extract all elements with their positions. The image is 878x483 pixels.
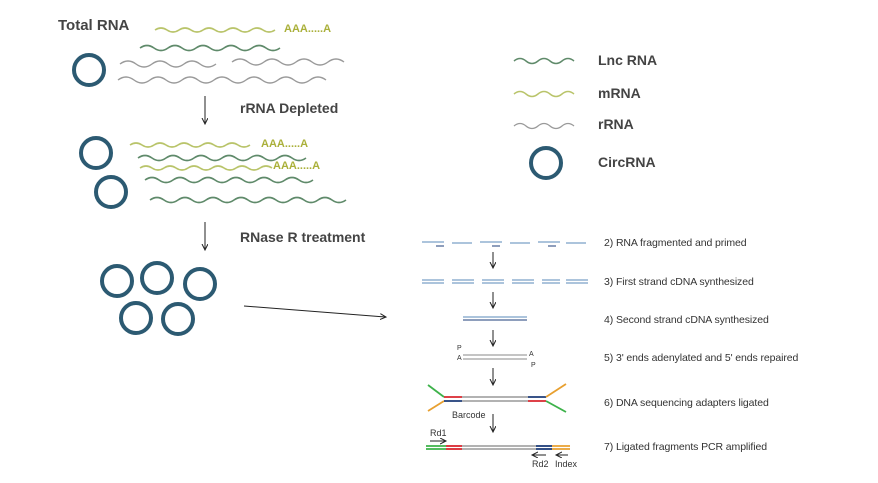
circ-rna-ring (119, 301, 153, 335)
legend-label-lnc-rna: Lnc RNA (598, 52, 658, 68)
step-label-7: 7) Ligated fragments PCR amplified (604, 441, 767, 453)
circ-rna-ring (79, 136, 113, 170)
first-strand-cdna (422, 279, 588, 284)
poly-a-tail-label: AAA.....A (273, 160, 321, 172)
phosphate-label: P (531, 362, 536, 369)
fragmented-rna-dashes (422, 241, 586, 247)
rd2-label: Rd2 (532, 459, 549, 469)
step-label-3: 3) First strand cDNA synthesized (604, 276, 754, 288)
barcode-label: Barcode (452, 410, 486, 420)
phosphate-label: P (457, 345, 462, 352)
step-label-5: 5) 3' ends adenylated and 5' ends repair… (604, 352, 799, 364)
double-strand-cdna (463, 316, 527, 321)
lnc-rna-strand (149, 196, 347, 204)
lnc-rna-wave-icon (513, 57, 575, 65)
mrna-strand (139, 165, 273, 171)
circ-rna-ring (72, 53, 106, 87)
index-label: Index (555, 459, 578, 469)
total-rna-label: Total RNA (58, 17, 130, 34)
step-label-2: 2) RNA fragmented and primed (604, 237, 747, 249)
rrna-depleted-label: rRNA Depleted (240, 100, 339, 116)
rrna-strand (119, 60, 217, 68)
poly-a-tail-label: AAA.....A (261, 138, 309, 150)
lnc-rna-strand (144, 176, 314, 184)
adapter-ligated-fragment (427, 383, 567, 413)
pcr-amplified-fragment (426, 441, 570, 455)
legend-label-mrna: mRNA (598, 85, 641, 101)
poly-a-tail-label: AAA.....A (284, 23, 332, 35)
mrna-wave-icon (513, 90, 575, 98)
mrna-strand (154, 27, 276, 33)
rrna-wave-icon (513, 122, 575, 130)
step-label-6: 6) DNA sequencing adapters ligated (604, 397, 769, 409)
circ-rna-ring (140, 261, 174, 295)
lnc-rna-strand (137, 154, 307, 162)
rnase-r-treatment-label: RNase R treatment (240, 229, 366, 245)
circ-rna-ring (161, 302, 195, 336)
rrna-strand (117, 76, 327, 84)
mrna-strand (129, 142, 251, 148)
flow-arrow-to-library-prep (243, 305, 386, 317)
circ-rna-ring (100, 264, 134, 298)
legend-label-circrna: CircRNA (598, 154, 656, 170)
step-label-4: 4) Second strand cDNA synthesized (604, 314, 769, 326)
rd1-label: Rd1 (430, 428, 447, 438)
legend-label-rrna: rRNA (598, 116, 634, 132)
rrna-strand (231, 58, 345, 66)
circ-rna-ring (183, 267, 217, 301)
circ-rna-ring-icon (529, 146, 563, 180)
lnc-rna-strand (139, 44, 281, 52)
adenine-overhang-label: A (529, 351, 534, 358)
adenylated-cdna (463, 354, 527, 360)
circ-rna-ring (94, 175, 128, 209)
adenine-overhang-label: A (457, 355, 462, 362)
